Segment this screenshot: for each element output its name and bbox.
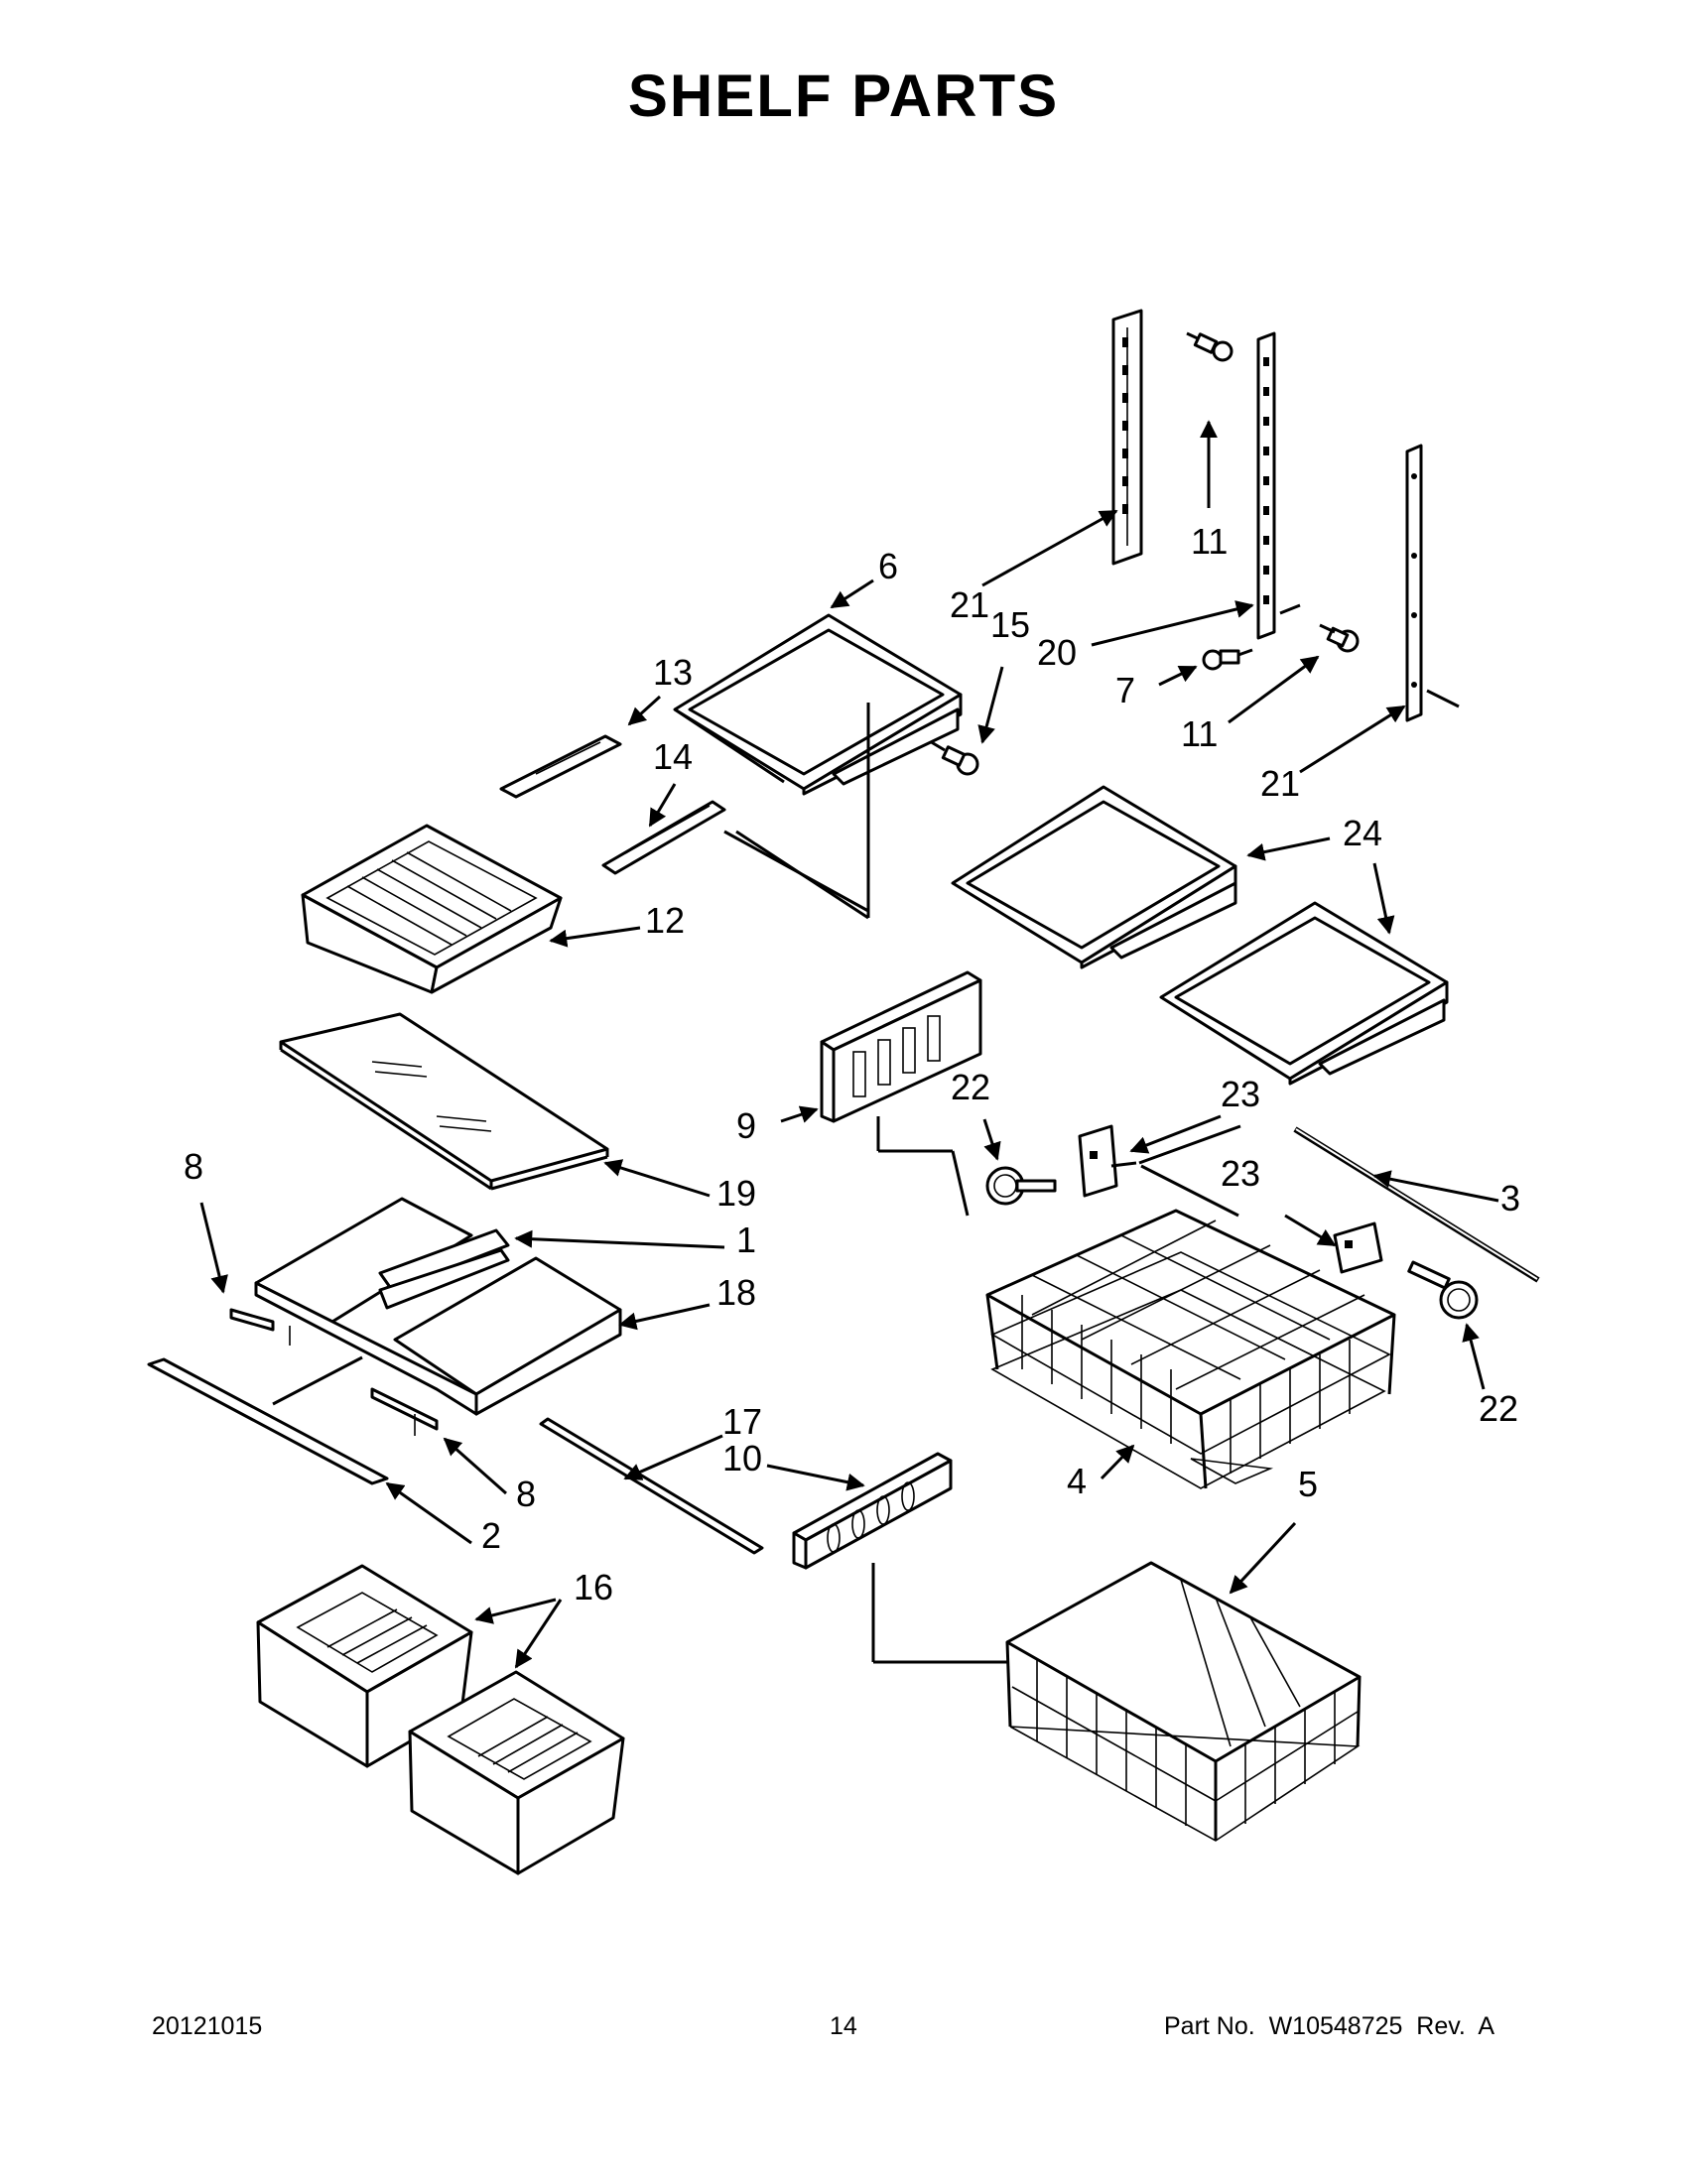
shelf-part-24-lower <box>1159 901 1449 1086</box>
callout-5: 5 <box>1298 1464 1318 1504</box>
footer-page-number: 14 <box>830 2012 857 2040</box>
slide-part-13 <box>499 734 622 799</box>
screw-part-7 <box>1202 648 1253 671</box>
slide-part-8-lower <box>370 1387 439 1436</box>
shelf-part-6 <box>673 613 963 920</box>
callout-21-upper: 21 <box>950 584 989 625</box>
callout-2: 2 <box>481 1515 501 1556</box>
callout-3: 3 <box>1500 1178 1520 1219</box>
callout-23-lower: 23 <box>1221 1153 1260 1194</box>
callout-1: 1 <box>736 1220 756 1260</box>
rod-part-17 <box>539 1417 764 1555</box>
footer-part-number: Part No. W10548725 Rev. A <box>1164 2012 1495 2040</box>
footer-date: 20121015 <box>152 2012 263 2040</box>
callout-14: 14 <box>653 736 693 777</box>
callout-8-lower: 8 <box>516 1474 536 1514</box>
divider-part-9 <box>820 970 982 1123</box>
callout-11-upper: 11 <box>1191 521 1228 562</box>
callout-20: 20 <box>1037 632 1077 673</box>
page-title: SHELF PARTS <box>627 63 1060 129</box>
callout-24: 24 <box>1343 813 1382 853</box>
slide-part-14 <box>601 800 726 875</box>
callout-11-lower: 11 <box>1181 713 1218 754</box>
callout-18: 18 <box>716 1272 756 1313</box>
bracket-part-23-lower <box>1333 1221 1383 1274</box>
divider-part-10 <box>792 1452 953 1570</box>
rail-part-21-right <box>1405 444 1423 722</box>
bracket-part-23-upper <box>1078 1124 1118 1198</box>
screw-part-11-top <box>1186 331 1233 362</box>
callout-17: 17 <box>722 1401 762 1442</box>
rod-part-3 <box>1293 1126 1540 1283</box>
callout-8-upper: 8 <box>184 1146 203 1187</box>
callout-23-upper: 23 <box>1221 1074 1260 1114</box>
rail-part-20 <box>1256 331 1276 640</box>
bin-part-16-left <box>256 1564 473 1768</box>
gear-part-22-left <box>985 1166 1057 1206</box>
callout-7: 7 <box>1115 670 1135 710</box>
callout-13: 13 <box>653 652 693 693</box>
bin-part-16-right <box>408 1670 625 1875</box>
screw-part-11-bottom <box>1319 623 1360 653</box>
basket-part-5 <box>1005 1561 1362 1842</box>
callout-22-lower: 22 <box>1479 1388 1518 1429</box>
rail-part-21-left <box>1111 309 1143 566</box>
callout-15: 15 <box>990 604 1030 645</box>
shelf-part-24-upper <box>951 785 1237 969</box>
callout-22-upper: 22 <box>951 1067 990 1107</box>
shelf-frame-part-18 <box>254 1197 622 1416</box>
glass-shelf-part-19 <box>279 1012 609 1191</box>
basket-part-4 <box>985 1209 1396 1489</box>
callout-6: 6 <box>878 546 898 586</box>
trim-part-2 <box>147 1357 389 1485</box>
callout-12: 12 <box>645 900 685 941</box>
callout-21-lower: 21 <box>1260 763 1300 804</box>
callout-4: 4 <box>1067 1461 1087 1501</box>
crisper-part-12 <box>301 824 563 994</box>
gear-part-22-right <box>1407 1260 1479 1320</box>
callout-19: 19 <box>716 1173 756 1214</box>
leader-lines <box>199 420 1499 1669</box>
callout-labels: 6 21 15 11 20 7 11 21 13 14 12 24 22 23 … <box>184 521 1520 1607</box>
slide-part-8-upper <box>229 1308 291 1346</box>
callout-10: 10 <box>722 1438 762 1478</box>
callout-16: 16 <box>574 1567 613 1607</box>
callout-9: 9 <box>736 1105 756 1146</box>
